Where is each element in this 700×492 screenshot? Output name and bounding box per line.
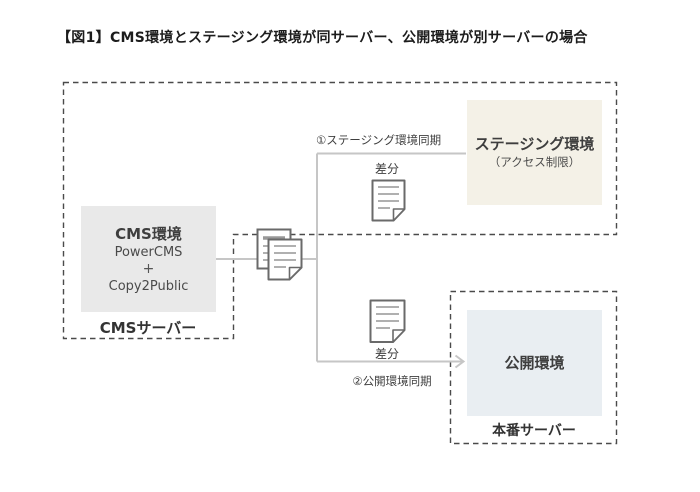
production-server-dashed-border bbox=[449, 290, 618, 445]
staging-environment-title: ステージング環境 bbox=[474, 135, 595, 153]
same-server-dashed-border bbox=[62, 81, 618, 340]
cms-server-label: CMSサーバー bbox=[99, 319, 197, 337]
staging-environment-box: ステージング環境 （アクセス制限） bbox=[467, 100, 602, 205]
connector-lines bbox=[216, 152, 466, 369]
diff-files-pair-icon bbox=[256, 228, 303, 281]
cms-product-name: PowerCMS bbox=[114, 244, 183, 260]
arrow-head-icon bbox=[454, 354, 466, 369]
public-diff-label: 差分 bbox=[374, 347, 399, 361]
staging-sync-label: ①ステージング環境同期 bbox=[316, 133, 442, 147]
staging-access-restriction-note: （アクセス制限） bbox=[488, 155, 581, 169]
public-environment-box: 公開環境 bbox=[467, 310, 602, 416]
plus-sign: + bbox=[142, 260, 155, 277]
staging-diff-label: 差分 bbox=[374, 162, 399, 176]
cms-environment-title: CMS環境 bbox=[115, 224, 182, 243]
diff-file-public-icon bbox=[369, 299, 406, 343]
figure-title: 【図1】CMS環境とステージング環境が同サーバー、公開環境が別サーバーの場合 bbox=[57, 30, 588, 46]
cms-environment-box: CMS環境 PowerCMS + Copy2Public bbox=[81, 206, 216, 312]
public-sync-label: ②公開環境同期 bbox=[352, 374, 432, 388]
diff-file-staging-icon bbox=[371, 179, 406, 222]
production-server-label: 本番サーバー bbox=[492, 423, 576, 439]
cms-addon-name: Copy2Public bbox=[108, 278, 189, 294]
public-environment-title: 公開環境 bbox=[504, 354, 565, 372]
